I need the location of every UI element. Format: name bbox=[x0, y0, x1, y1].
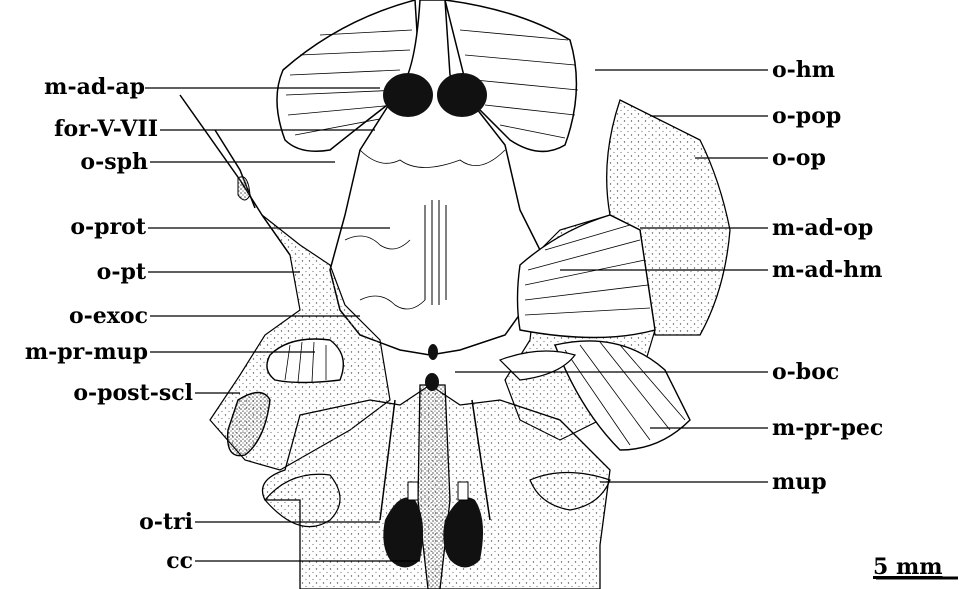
label-m-ad-ap: m-ad-ap bbox=[44, 75, 145, 99]
label-o-op: o-op bbox=[772, 146, 826, 170]
label-cc: cc bbox=[166, 549, 193, 573]
label-m-ad-hm: m-ad-hm bbox=[772, 258, 882, 282]
label-o-prot: o-prot bbox=[70, 215, 146, 239]
label-o-post-scl: o-post-scl bbox=[73, 381, 193, 405]
label-for-V-VII: for-V-VII bbox=[54, 117, 158, 141]
label-o-exoc: o-exoc bbox=[69, 304, 148, 328]
label-o-tri: o-tri bbox=[139, 510, 193, 534]
label-m-pr-pec: m-pr-pec bbox=[772, 416, 883, 440]
label-m-pr-mup: m-pr-mup bbox=[25, 340, 148, 364]
label-o-hm: o-hm bbox=[772, 58, 835, 82]
label-o-pt: o-pt bbox=[97, 260, 146, 284]
label-mup: mup bbox=[772, 470, 827, 494]
m-ad-op-muscle bbox=[518, 215, 656, 338]
label-o-sph: o-sph bbox=[80, 150, 148, 174]
scale-bar-label: 5 mm bbox=[873, 554, 943, 580]
label-o-boc: o-boc bbox=[772, 360, 839, 384]
label-o-pop: o-pop bbox=[772, 104, 841, 128]
label-m-ad-op: m-ad-op bbox=[772, 216, 873, 240]
